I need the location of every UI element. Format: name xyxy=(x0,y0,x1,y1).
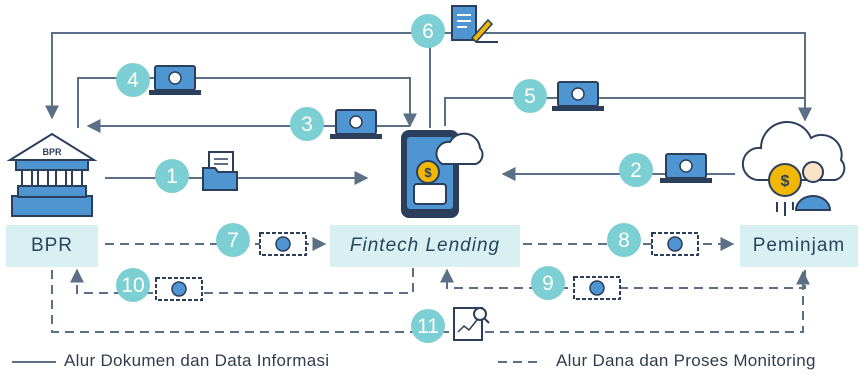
step-number-1: 1 xyxy=(166,165,178,188)
step-badge-6 xyxy=(411,14,445,48)
laptop-coin-icon xyxy=(149,65,201,95)
laptop-coin-icon xyxy=(660,153,712,183)
step-number-5: 5 xyxy=(524,85,536,108)
flow-6-line xyxy=(45,32,431,128)
step-badge-4 xyxy=(116,63,150,97)
cloud-coin-person-icon: $ xyxy=(741,121,846,216)
step-badge-1 xyxy=(155,159,189,193)
flow-5-line xyxy=(444,97,812,126)
step-badge-10 xyxy=(116,268,150,302)
banknote-icon xyxy=(573,276,621,300)
laptop-coin-icon xyxy=(330,109,382,139)
step-badge-5 xyxy=(513,79,547,113)
flow-6-line-right xyxy=(430,32,812,122)
step-badge-8 xyxy=(607,223,641,257)
laptop-coin-icon xyxy=(552,81,604,111)
legend-dashed-text: Alur Dana dan Proses Monitoring xyxy=(556,351,816,370)
folder-document-icon xyxy=(202,151,238,191)
step-number-3: 3 xyxy=(301,113,313,136)
flow-4-line xyxy=(77,77,417,128)
banknote-icon xyxy=(651,232,699,256)
contract-sign-icon xyxy=(451,5,498,44)
fintech-label: Fintech Lending xyxy=(349,235,501,256)
step-badge-11 xyxy=(411,309,445,343)
peminjam-label: Peminjam xyxy=(752,235,846,256)
bpr-node-box: BPR xyxy=(6,225,98,267)
svg-text:$: $ xyxy=(781,173,790,190)
step-number-2: 2 xyxy=(630,159,642,182)
step-number-9: 9 xyxy=(542,272,554,295)
step-number-4: 4 xyxy=(127,69,139,92)
step-badge-9 xyxy=(531,266,565,300)
step-number-11: 11 xyxy=(417,315,439,338)
bank-building-label: BPR xyxy=(42,147,62,157)
bank-building-icon: BPR xyxy=(6,132,98,217)
step-number-7: 7 xyxy=(227,229,239,252)
bpr-label: BPR xyxy=(30,235,74,256)
step-badge-2 xyxy=(619,153,653,187)
peminjam-node-box: Peminjam xyxy=(740,225,858,267)
banknote-icon xyxy=(259,232,307,256)
step-number-6: 6 xyxy=(422,20,434,43)
svg-text:$: $ xyxy=(424,165,432,180)
banknote-icon xyxy=(155,277,203,301)
step-number-10: 10 xyxy=(121,274,144,297)
step-badge-7 xyxy=(216,223,250,257)
legend-solid-text: Alur Dokumen dan Data Informasi xyxy=(64,351,330,370)
fintech-node-box: Fintech Lending xyxy=(330,225,520,267)
step-number-8: 8 xyxy=(618,229,630,252)
flow-9-line xyxy=(440,268,806,289)
report-search-icon xyxy=(453,307,490,341)
phone-coin-cloud-icon: $ xyxy=(401,130,484,218)
step-badge-3 xyxy=(290,107,324,141)
